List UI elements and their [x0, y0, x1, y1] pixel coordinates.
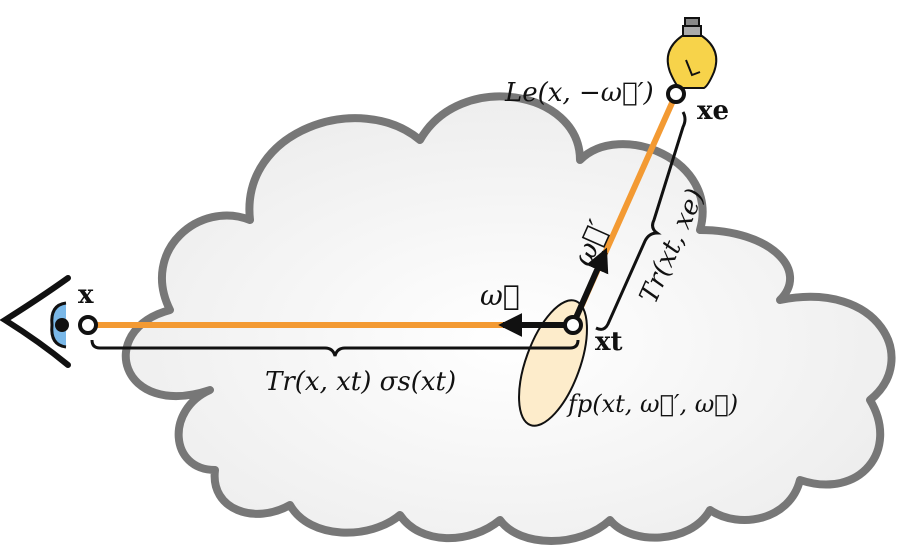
direction-arrow-light: [572, 247, 609, 322]
point-light: [666, 84, 686, 104]
label-phase-function: fp(xt, ω⃗′, ω⃗): [566, 390, 738, 418]
label-emission: Le(x, −ω⃗′): [504, 78, 654, 108]
label-direction-view: ω⃗: [480, 279, 520, 312]
bracket-view: [90, 339, 580, 357]
label-light-point: xe: [697, 96, 729, 126]
eye-icon: [0, 275, 71, 368]
label-scatter-point: xt: [595, 327, 623, 357]
point-camera: [78, 315, 98, 335]
cloud-shape: [121, 92, 896, 545]
label-camera-point: x: [78, 280, 94, 310]
lightbulb-icon: [666, 17, 718, 89]
bracket-light: [595, 111, 687, 331]
label-transmittance-view: Tr(x, xt) σs(xt): [265, 367, 456, 397]
point-scatter: [563, 315, 583, 335]
